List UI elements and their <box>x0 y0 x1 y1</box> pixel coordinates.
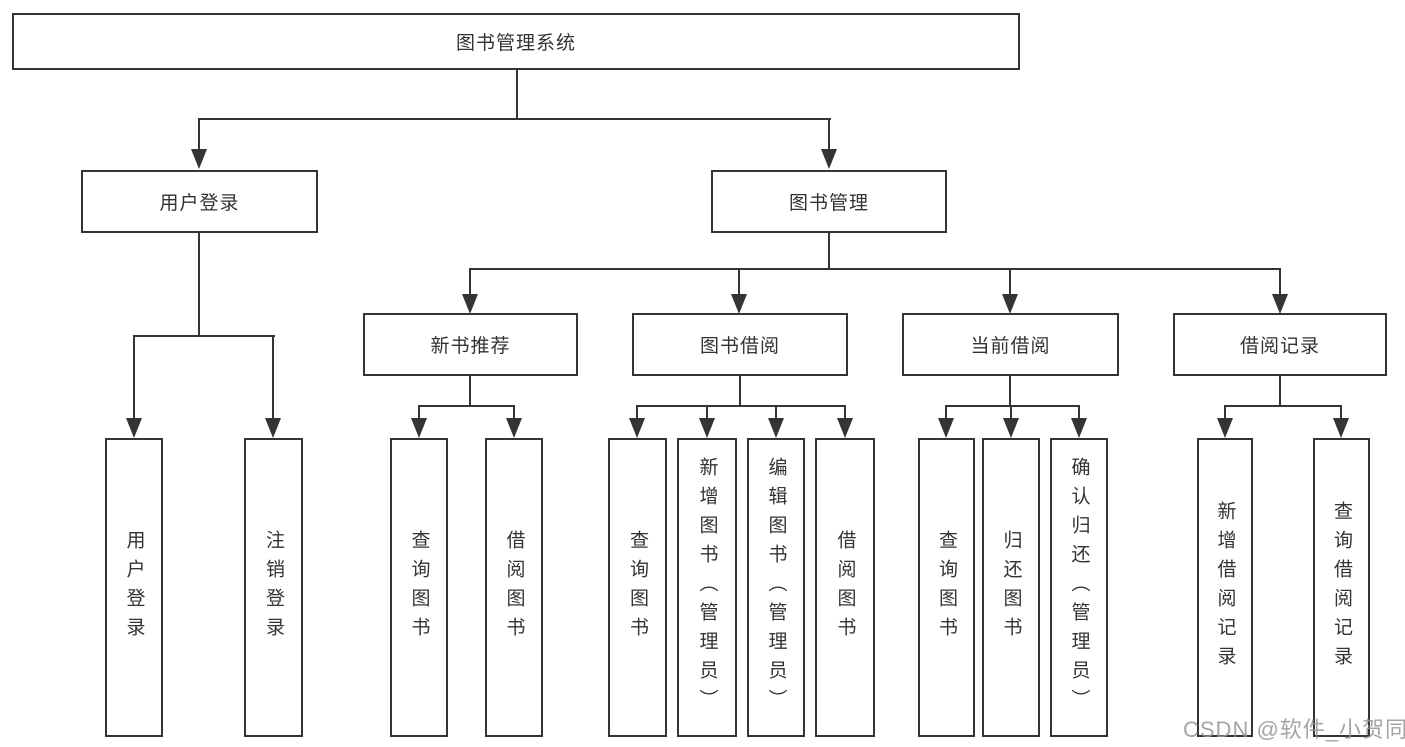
arrow-down-icon <box>411 418 427 438</box>
leaf-label: 用户登录 <box>123 529 145 646</box>
arrow-down-icon <box>265 418 281 438</box>
connector-vline <box>1078 407 1080 419</box>
leaf-add-book-admin: 新增图书（管理员） <box>677 438 737 737</box>
connector-vline <box>636 407 638 419</box>
node-user-login: 用户登录 <box>81 170 318 233</box>
arrow-down-icon <box>1002 294 1018 314</box>
arrow-down-icon <box>837 418 853 438</box>
arrow-down-icon <box>191 149 207 169</box>
leaf-query-books-current: 查询图书 <box>918 438 975 737</box>
leaf-label: 归还图书 <box>1000 529 1022 646</box>
node-label: 图书借阅 <box>699 336 780 357</box>
connector-vline <box>516 70 518 120</box>
leaf-label: 借阅图书 <box>834 529 856 646</box>
connector-vline <box>706 407 708 419</box>
connector-hline <box>469 268 1281 270</box>
leaf-label: 新增借阅记录 <box>1214 500 1236 675</box>
connector-hline <box>945 405 1080 407</box>
leaf-add-borrow-record: 新增借阅记录 <box>1197 438 1253 737</box>
leaf-label: 确认归还（管理员） <box>1068 457 1090 718</box>
leaf-return-books: 归还图书 <box>982 438 1040 737</box>
leaf-borrow-books-recommend: 借阅图书 <box>485 438 543 737</box>
connector-vline <box>739 376 741 407</box>
leaf-confirm-return-admin: 确认归还（管理员） <box>1050 438 1108 737</box>
leaf-label: 注销登录 <box>263 529 284 646</box>
arrow-down-icon <box>1071 418 1087 438</box>
leaf-label: 查询图书 <box>408 529 430 646</box>
connector-vline <box>1340 407 1342 419</box>
node-book-management: 图书管理 <box>711 170 947 233</box>
connector-vline <box>198 120 200 150</box>
connector-vline <box>272 337 274 418</box>
leaf-label: 借阅图书 <box>503 529 525 646</box>
node-label: 图书管理系统 <box>455 33 576 54</box>
node-new-book-recommendation: 新书推荐 <box>363 313 578 376</box>
connector-vline <box>775 407 777 419</box>
csdn-watermark: CSDN @软件_小贺同学 <box>1183 717 1405 742</box>
connector-vline <box>828 233 830 270</box>
connector-vline <box>1279 270 1281 295</box>
node-borrowing-records: 借阅记录 <box>1173 313 1387 376</box>
connector-vline <box>469 270 471 295</box>
connector-hline <box>133 335 275 337</box>
leaf-label: 查询借阅记录 <box>1331 500 1352 675</box>
leaf-logout: 注销登录 <box>244 438 303 737</box>
arrow-down-icon <box>629 418 645 438</box>
leaf-label: 编辑图书（管理员） <box>765 457 787 718</box>
arrow-down-icon <box>1003 418 1019 438</box>
node-label: 图书管理 <box>788 193 869 214</box>
node-label: 当前借阅 <box>970 336 1051 357</box>
node-book-borrowing: 图书借阅 <box>632 313 848 376</box>
node-label: 借阅记录 <box>1239 336 1320 357</box>
connector-hline <box>198 118 831 120</box>
connector-vline <box>133 337 135 418</box>
connector-hline <box>636 405 846 407</box>
connector-vline <box>513 407 515 419</box>
leaf-borrow-books-borrowing: 借阅图书 <box>815 438 875 737</box>
node-label: 用户登录 <box>159 193 240 214</box>
connector-hline <box>1224 405 1342 407</box>
arrow-down-icon <box>1217 418 1233 438</box>
leaf-user-login: 用户登录 <box>105 438 163 737</box>
connector-vline <box>844 407 846 419</box>
connector-vline <box>945 407 947 419</box>
arrow-down-icon <box>126 418 142 438</box>
node-library-management-system: 图书管理系统 <box>12 13 1020 70</box>
leaf-label: 查询图书 <box>627 529 648 646</box>
node-current-borrowing: 当前借阅 <box>902 313 1119 376</box>
connector-vline <box>469 376 471 407</box>
connector-vline <box>1009 376 1011 407</box>
connector-vline <box>1224 407 1226 419</box>
arrow-down-icon <box>1272 294 1288 314</box>
connector-vline <box>198 233 200 337</box>
arrow-down-icon <box>768 418 784 438</box>
arrow-down-icon <box>462 294 478 314</box>
leaf-label: 新增图书（管理员） <box>696 457 718 718</box>
connector-vline <box>1010 407 1012 419</box>
leaf-query-books-borrowing: 查询图书 <box>608 438 667 737</box>
arrow-down-icon <box>731 294 747 314</box>
connector-hline <box>418 405 515 407</box>
connector-vline <box>1009 270 1011 295</box>
leaf-label: 查询图书 <box>936 529 957 646</box>
leaf-edit-book-admin: 编辑图书（管理员） <box>747 438 805 737</box>
connector-vline <box>738 270 740 295</box>
arrow-down-icon <box>506 418 522 438</box>
arrow-down-icon <box>1333 418 1349 438</box>
leaf-query-books-recommend: 查询图书 <box>390 438 448 737</box>
leaf-query-borrow-record: 查询借阅记录 <box>1313 438 1370 737</box>
connector-vline <box>828 120 830 150</box>
node-label: 新书推荐 <box>430 336 511 357</box>
arrow-down-icon <box>699 418 715 438</box>
arrow-down-icon <box>821 149 837 169</box>
connector-vline <box>1279 376 1281 407</box>
connector-vline <box>418 407 420 419</box>
arrow-down-icon <box>938 418 954 438</box>
